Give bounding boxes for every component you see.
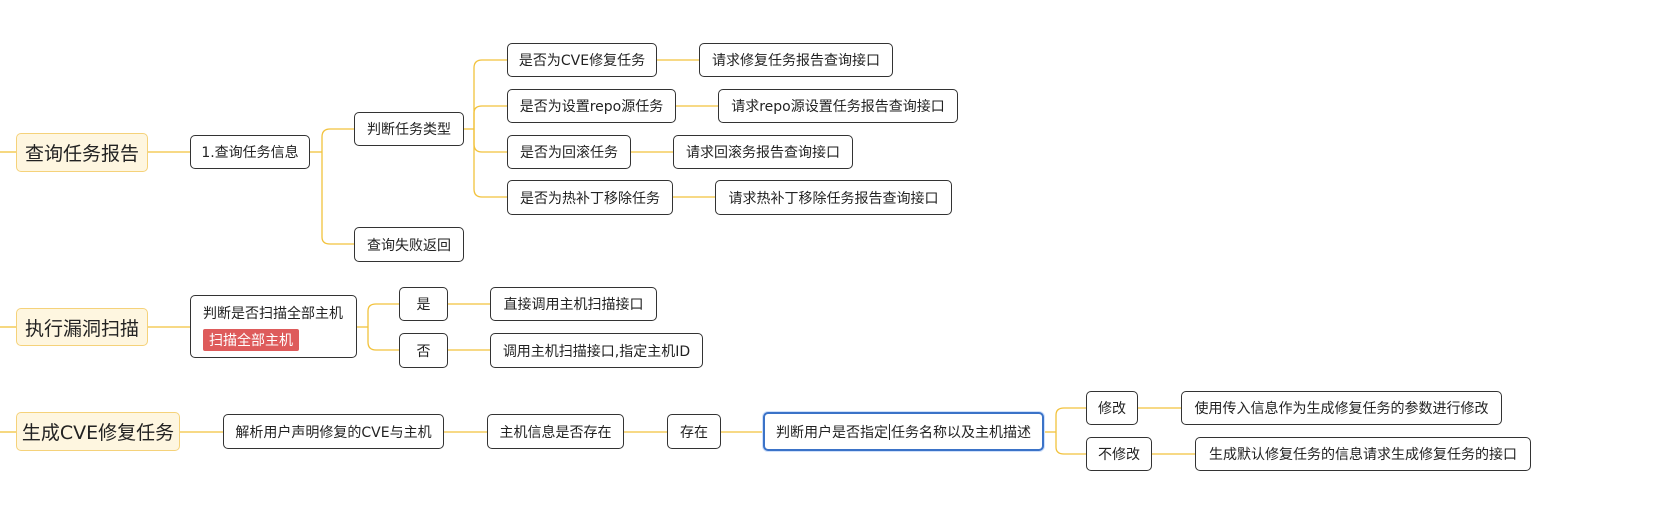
topic-label: 是否为热补丁移除任务 bbox=[520, 190, 660, 207]
topic-modify[interactable]: 修改 bbox=[1086, 391, 1138, 425]
topic-label: 使用传入信息作为生成修复任务的参数进行修改 bbox=[1194, 401, 1489, 417]
topic-label: 请求repo源设置任务报告查询接口 bbox=[731, 99, 945, 115]
topic-request-fix-report-api[interactable]: 请求修复任务报告查询接口 bbox=[699, 43, 893, 77]
topic-label: 修改 bbox=[1098, 401, 1126, 417]
topic-query-task-info[interactable]: 1.查询任务信息 bbox=[190, 135, 310, 169]
topic-label: 否 bbox=[416, 343, 431, 360]
main-topic-query-report[interactable]: 查询任务报告 bbox=[16, 133, 148, 172]
topic-label: 判断是否扫描全部主机 bbox=[203, 305, 343, 322]
topic-parse-cve-hosts[interactable]: 解析用户声明修复的CVE与主机 bbox=[223, 414, 444, 449]
topic-label: 直接调用主机扫描接口 bbox=[503, 297, 644, 313]
topic-no-modify-action[interactable]: 生成默认修复任务的信息请求生成修复任务的接口 bbox=[1195, 437, 1531, 471]
topic-call-host-scan-api[interactable]: 直接调用主机扫描接口 bbox=[490, 287, 657, 321]
topic-modify-action[interactable]: 使用传入信息作为生成修复任务的参数进行修改 bbox=[1181, 391, 1502, 425]
topic-yes[interactable]: 是 bbox=[399, 287, 448, 321]
topic-label: 查询失败返回 bbox=[367, 237, 451, 254]
topic-call-host-scan-api-with-id[interactable]: 调用主机扫描接口,指定主机ID bbox=[490, 333, 703, 368]
topic-query-fail-return[interactable]: 查询失败返回 bbox=[354, 227, 464, 262]
topic-label: 不修改 bbox=[1098, 447, 1140, 463]
topic-is-cve-fix-task[interactable]: 是否为CVE修复任务 bbox=[507, 43, 657, 77]
topic-judge-scan-all-hosts[interactable]: 判断是否扫描全部主机 扫描全部主机 bbox=[190, 295, 357, 358]
topic-no-modify[interactable]: 不修改 bbox=[1086, 437, 1152, 471]
main-topic-vuln-scan[interactable]: 执行漏洞扫描 bbox=[16, 308, 148, 346]
topic-label-part-2: 任务名称以及主机描述 bbox=[891, 424, 1031, 441]
topic-judge-user-specified[interactable]: 判断用户是否指定任务名称以及主机描述 bbox=[763, 412, 1044, 451]
main-topic-gen-cve-task[interactable]: 生成CVE修复任务 bbox=[16, 412, 180, 451]
main-topic-label: 生成CVE修复任务 bbox=[21, 422, 175, 444]
topic-label: 1.查询任务信息 bbox=[201, 145, 299, 161]
topic-label: 主机信息是否存在 bbox=[499, 424, 612, 441]
topic-request-repo-report-api[interactable]: 请求repo源设置任务报告查询接口 bbox=[718, 89, 958, 123]
topic-is-repo-task[interactable]: 是否为设置repo源任务 bbox=[507, 89, 676, 123]
topic-label: 生成默认修复任务的信息请求生成修复任务的接口 bbox=[1209, 447, 1517, 463]
topic-label: 判断任务类型 bbox=[367, 122, 451, 138]
text-cursor bbox=[889, 423, 890, 440]
topic-is-hotpatch-remove-task[interactable]: 是否为热补丁移除任务 bbox=[507, 180, 673, 215]
topic-label: 请求热补丁移除任务报告查询接口 bbox=[728, 190, 939, 207]
topic-label: 存在 bbox=[680, 424, 708, 441]
topic-host-info-exists[interactable]: 主机信息是否存在 bbox=[487, 414, 624, 449]
topic-label: 解析用户声明修复的CVE与主机 bbox=[235, 424, 432, 441]
topic-label: 是否为设置repo源任务 bbox=[519, 99, 664, 115]
topic-label: 是 bbox=[416, 297, 431, 313]
topic-request-hotpatch-report-api[interactable]: 请求热补丁移除任务报告查询接口 bbox=[715, 180, 952, 215]
topic-request-rollback-report-api[interactable]: 请求回滚务报告查询接口 bbox=[673, 135, 853, 169]
topic-judge-task-type[interactable]: 判断任务类型 bbox=[354, 112, 464, 146]
topic-label-part-1: 判断用户是否指定 bbox=[776, 424, 888, 441]
topic-label: 调用主机扫描接口,指定主机ID bbox=[502, 343, 691, 360]
topic-is-rollback-task[interactable]: 是否为回滚任务 bbox=[507, 135, 631, 169]
topic-label: 请求修复任务报告查询接口 bbox=[712, 53, 880, 69]
topic-exists[interactable]: 存在 bbox=[667, 414, 721, 449]
main-topic-label: 查询任务报告 bbox=[24, 143, 139, 165]
topic-label: 是否为CVE修复任务 bbox=[518, 53, 646, 69]
label-tag-scan-all-hosts: 扫描全部主机 bbox=[203, 328, 299, 351]
topic-no[interactable]: 否 bbox=[399, 333, 448, 368]
topic-label: 请求回滚务报告查询接口 bbox=[686, 145, 840, 161]
topic-label: 是否为回滚任务 bbox=[520, 145, 618, 161]
main-topic-label: 执行漏洞扫描 bbox=[24, 317, 139, 340]
